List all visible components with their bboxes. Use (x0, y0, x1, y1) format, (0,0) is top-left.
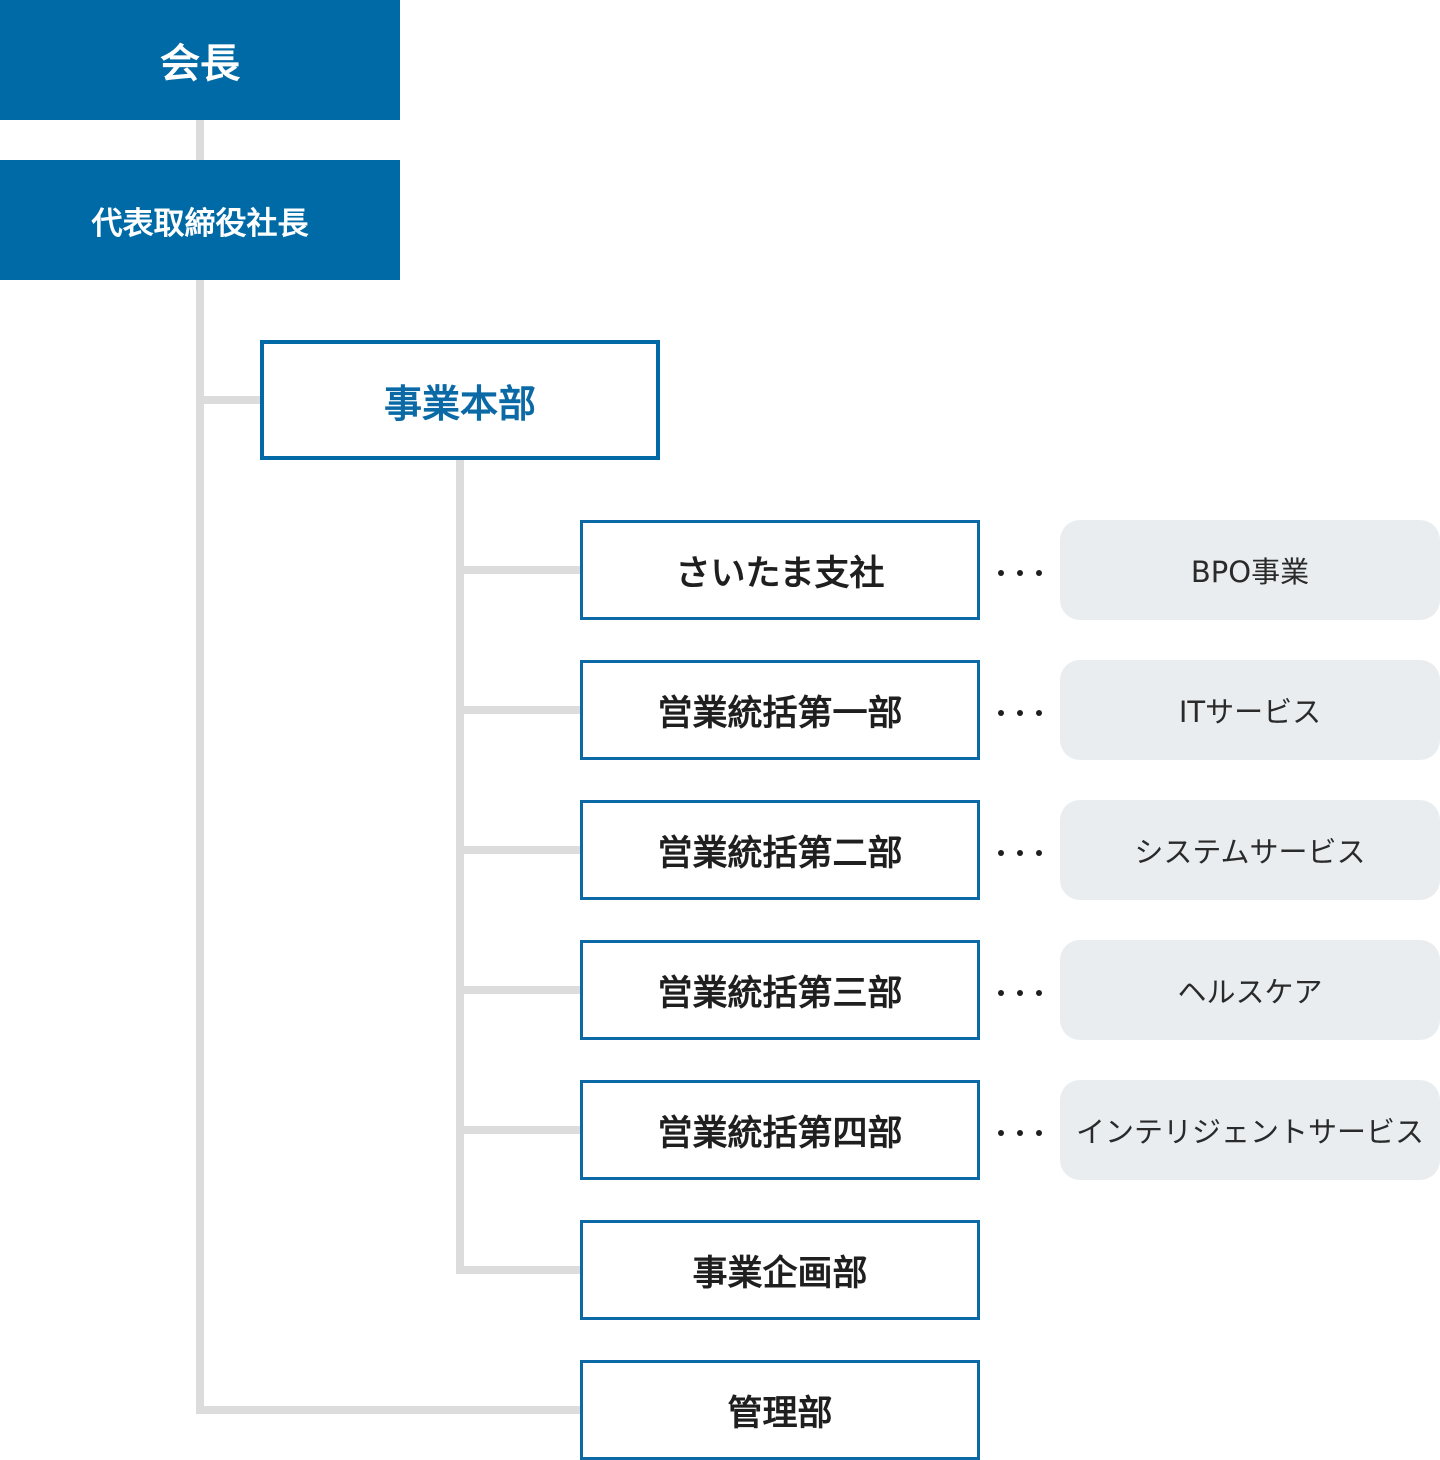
admin-label: 管理部 (727, 1393, 833, 1434)
connector-branch-6 (456, 1266, 582, 1274)
business-pill-healthcare: ヘルスケア (1060, 940, 1440, 1040)
branch-label: 事業企画部 (692, 1253, 868, 1294)
business-label: インテリジェントサービス (1075, 1115, 1424, 1149)
branch-label: 営業統括第三部 (657, 973, 903, 1014)
ellipsis-connector (998, 850, 1042, 856)
business-pill-intelligent-service: インテリジェントサービス (1060, 1080, 1440, 1180)
branch-box-saitama: さいたま支社 (580, 520, 980, 620)
president-box: 代表取締役社長 (0, 160, 400, 280)
connector-chairman-president (196, 120, 204, 160)
connector-trunk-main (196, 280, 204, 1414)
branch-label: 営業統括第一部 (657, 693, 903, 734)
connector-to-admin (196, 1406, 582, 1414)
admin-box: 管理部 (580, 1360, 980, 1460)
business-label: システムサービス (1134, 835, 1366, 869)
ellipsis-connector (998, 570, 1042, 576)
business-pill-system-service: システムサービス (1060, 800, 1440, 900)
connector-branch-4 (456, 986, 582, 994)
connector-branch-5 (456, 1126, 582, 1134)
branch-box-business-planning: 事業企画部 (580, 1220, 980, 1320)
business-label: ITサービス (1178, 695, 1322, 729)
branch-label: 営業統括第二部 (657, 833, 903, 874)
branch-box-sales-1: 営業統括第一部 (580, 660, 980, 760)
chairman-box: 会長 (0, 0, 400, 120)
business-pill-bpo: BPO事業 (1060, 520, 1440, 620)
branch-box-sales-3: 営業統括第三部 (580, 940, 980, 1040)
headquarters-box: 事業本部 (260, 340, 660, 460)
connector-branch-1 (456, 566, 582, 574)
chairman-label: 会長 (160, 41, 240, 87)
business-pill-it-service: ITサービス (1060, 660, 1440, 760)
connector-to-headquarters (196, 396, 262, 404)
branch-label: 営業統括第四部 (657, 1113, 903, 1154)
connector-branch-3 (456, 846, 582, 854)
connector-trunk-headquarters (456, 458, 464, 1274)
connector-branch-2 (456, 706, 582, 714)
branch-box-sales-4: 営業統括第四部 (580, 1080, 980, 1180)
ellipsis-connector (998, 710, 1042, 716)
ellipsis-connector (998, 1130, 1042, 1136)
president-label: 代表取締役社長 (91, 205, 309, 242)
business-label: BPO事業 (1190, 555, 1310, 589)
ellipsis-connector (998, 990, 1042, 996)
branch-label: さいたま支社 (675, 553, 885, 594)
business-label: ヘルスケア (1177, 975, 1323, 1009)
branch-box-sales-2: 営業統括第二部 (580, 800, 980, 900)
headquarters-label: 事業本部 (383, 381, 536, 426)
